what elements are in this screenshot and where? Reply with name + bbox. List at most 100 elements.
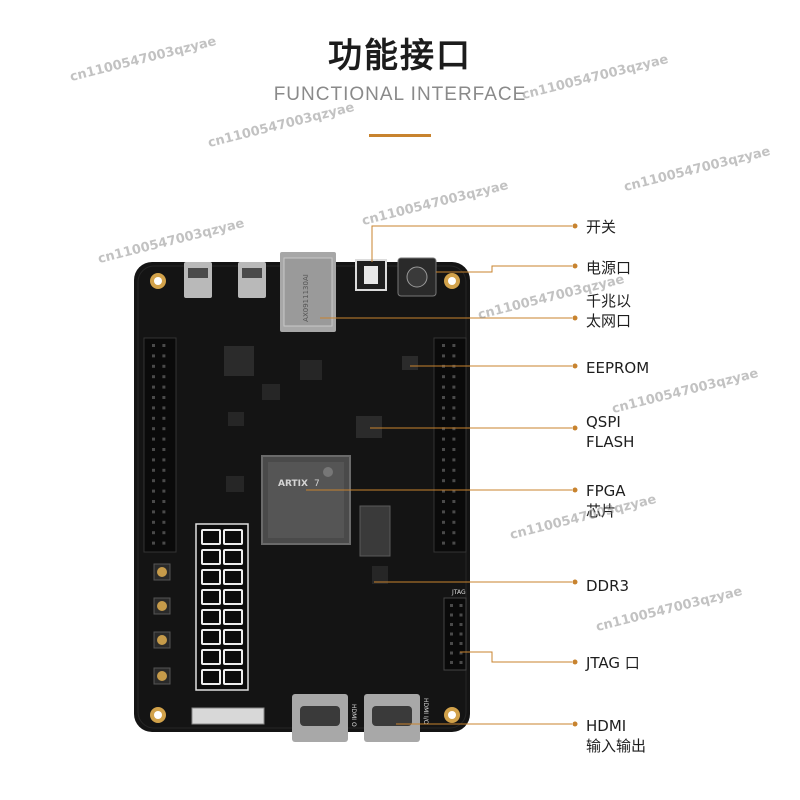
- segment-digit: [223, 529, 243, 545]
- jtag-header: JTAG: [443, 589, 467, 671]
- pin: [459, 651, 463, 655]
- segment-digit: [201, 529, 221, 545]
- pin: [450, 613, 453, 617]
- segment-digit: [201, 629, 221, 645]
- pin: [442, 531, 445, 535]
- header: 功能接口 FUNCTIONAL INTERFACE: [0, 0, 800, 150]
- pin: [442, 437, 445, 441]
- segment-digit: [223, 609, 243, 625]
- pin: [450, 623, 453, 626]
- pin: [162, 396, 166, 399]
- segment-digit: [223, 569, 243, 585]
- pin: [162, 344, 166, 347]
- pin: [162, 364, 166, 368]
- callout-hdmi: HDMI 输入输出: [586, 717, 647, 755]
- pin: [152, 500, 155, 503]
- pin: [162, 458, 166, 462]
- pin: [442, 396, 445, 399]
- pin: [452, 531, 456, 535]
- pin: [442, 541, 445, 545]
- pin: [152, 396, 155, 399]
- leader-lines: [306, 223, 578, 727]
- callout-power: 电源口: [586, 259, 632, 277]
- pin: [442, 520, 445, 524]
- pin: [152, 375, 155, 379]
- pin: [452, 500, 456, 503]
- jtag-silk-label: JTAG: [451, 589, 466, 596]
- pin: [152, 385, 155, 389]
- ddr3-chip: [359, 505, 391, 557]
- pin: [452, 344, 456, 347]
- callout-jtag: JTAG 口: [586, 654, 640, 672]
- pin: [162, 375, 166, 379]
- segment-digit: [201, 549, 221, 565]
- left-pin-header: [143, 337, 177, 553]
- pin: [459, 623, 463, 626]
- page-title: 功能接口: [328, 36, 472, 76]
- pin: [442, 406, 445, 410]
- push-button-cap: [157, 635, 167, 645]
- pin: [162, 448, 166, 451]
- pin: [162, 489, 166, 493]
- pin: [152, 354, 155, 358]
- pin: [162, 520, 166, 524]
- segment-digit: [201, 589, 221, 605]
- pin: [459, 642, 463, 645]
- pin: [152, 416, 155, 420]
- segment-digit: [223, 669, 243, 685]
- pin: [459, 613, 463, 617]
- pin: [459, 604, 463, 607]
- ethernet-phy-chip: [224, 346, 254, 376]
- leader-line: [436, 265, 572, 273]
- hdmi-in-silk: HDMI I/O: [422, 698, 429, 725]
- segment-digit: [223, 649, 243, 665]
- leader-dot: [572, 721, 578, 727]
- pin: [442, 458, 445, 462]
- hdmi-connector-icon: HDMI O HDMI I/O: [292, 694, 429, 742]
- segment-digit: [223, 629, 243, 645]
- pin: [162, 541, 166, 545]
- pin: [459, 632, 463, 636]
- pin: [162, 406, 166, 410]
- pin: [152, 489, 155, 493]
- pin: [452, 354, 456, 358]
- pin: [162, 500, 166, 503]
- mounting-holes: [150, 273, 460, 723]
- pin: [442, 479, 445, 483]
- fpc-connector: [191, 707, 265, 725]
- pin: [452, 396, 456, 399]
- pin: [450, 632, 453, 636]
- callout-qspi: QSPI FLASH: [586, 413, 635, 451]
- pin: [452, 406, 456, 410]
- pin: [162, 427, 166, 431]
- segment-digit: [201, 669, 221, 685]
- pin: [442, 489, 445, 493]
- segment-digit: [223, 589, 243, 605]
- qspi-flash-chip: [356, 416, 382, 438]
- pin: [162, 437, 166, 441]
- fpga-chip: ARTIX 7: [261, 455, 351, 545]
- leader-dot: [572, 579, 578, 585]
- pin: [152, 468, 155, 472]
- pin: [162, 354, 166, 358]
- pin: [152, 448, 155, 451]
- leader-dot: [572, 487, 578, 493]
- pin: [442, 427, 445, 431]
- callout-eeprom: EEPROM: [586, 359, 650, 377]
- seven-segment-display-icon: [195, 523, 249, 691]
- pin: [152, 344, 155, 347]
- callout-ethernet: 千兆以 太网口: [586, 292, 632, 330]
- leader-dot: [572, 363, 578, 369]
- pin: [452, 520, 456, 524]
- pin: [452, 385, 456, 389]
- eeprom-chip: [402, 356, 418, 370]
- pin: [162, 468, 166, 472]
- pin: [152, 510, 155, 514]
- segment-digit: [201, 609, 221, 625]
- pin: [152, 531, 155, 535]
- pin: [442, 354, 445, 358]
- pin: [162, 385, 166, 389]
- pin: [459, 661, 463, 664]
- rj45-connector-icon: AX0911130AI: [280, 252, 336, 332]
